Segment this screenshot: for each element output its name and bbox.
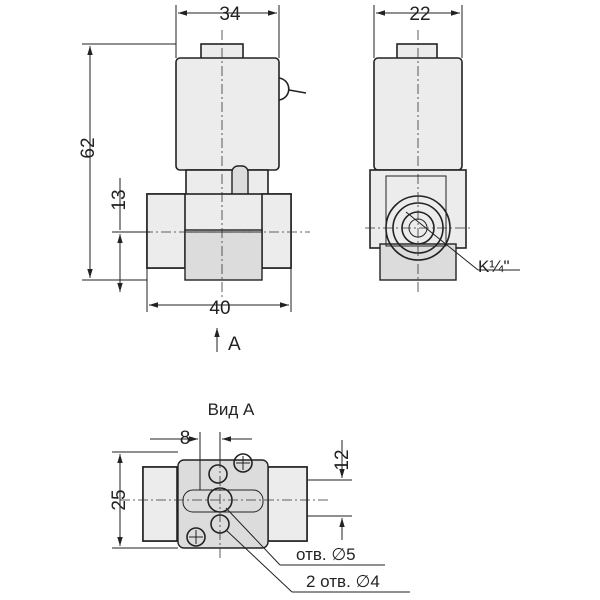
thread-callout: K¼" [405,211,520,276]
coil-body [175,57,280,171]
front-view [125,30,310,300]
bottom-port-right [267,466,308,542]
dim-40-label: 40 [209,298,230,319]
hole-5-label: отв. ∅5 [296,545,356,564]
dim-bottom-width: 8 [150,428,252,490]
bottom-port-left [142,466,178,542]
hole-4-leader [225,529,293,593]
dim-12-label: 12 [332,449,353,470]
thread-label: K¼" [478,257,510,276]
hole-callouts: отв. ∅5 2 отв. ∅4 [225,507,410,593]
body-base [184,229,263,281]
hole-4-top [208,464,228,484]
dim-25-label: 25 [109,489,130,510]
port-right [261,193,292,269]
bottom-flange [177,459,269,549]
dim-8-label: 8 [180,428,191,449]
screw-bottom [186,527,206,547]
bottom-view [120,440,330,560]
connector [278,77,290,101]
connector-wire [288,89,307,94]
dim-22-label: 22 [409,4,430,25]
dim-front-top: 34 [175,4,280,58]
view-arrow-a: A [214,328,241,355]
thread-leader [405,211,479,271]
dim-34-label: 34 [219,4,241,25]
hole-5-leader [225,507,281,566]
dim-13-label: 13 [109,189,130,210]
view-a-title: Вид А [208,400,255,419]
dim-bottom-height-right: 12 [322,440,353,540]
dim-side-top: 22 [373,4,463,58]
hole-4-label: 2 отв. ∅4 [306,572,380,591]
dim-bottom-height-left: 25 [109,451,178,549]
dim-height-port: 13 [109,178,150,292]
dim-height-total: 62 [78,43,176,281]
view-arrow-label: A [228,334,241,355]
dim-62-label: 62 [78,137,99,158]
port-left [146,193,186,269]
screw-top [233,453,253,473]
armature-tube [185,169,269,197]
dim-front-bottom: 40 [146,268,292,319]
side-view [365,30,472,295]
